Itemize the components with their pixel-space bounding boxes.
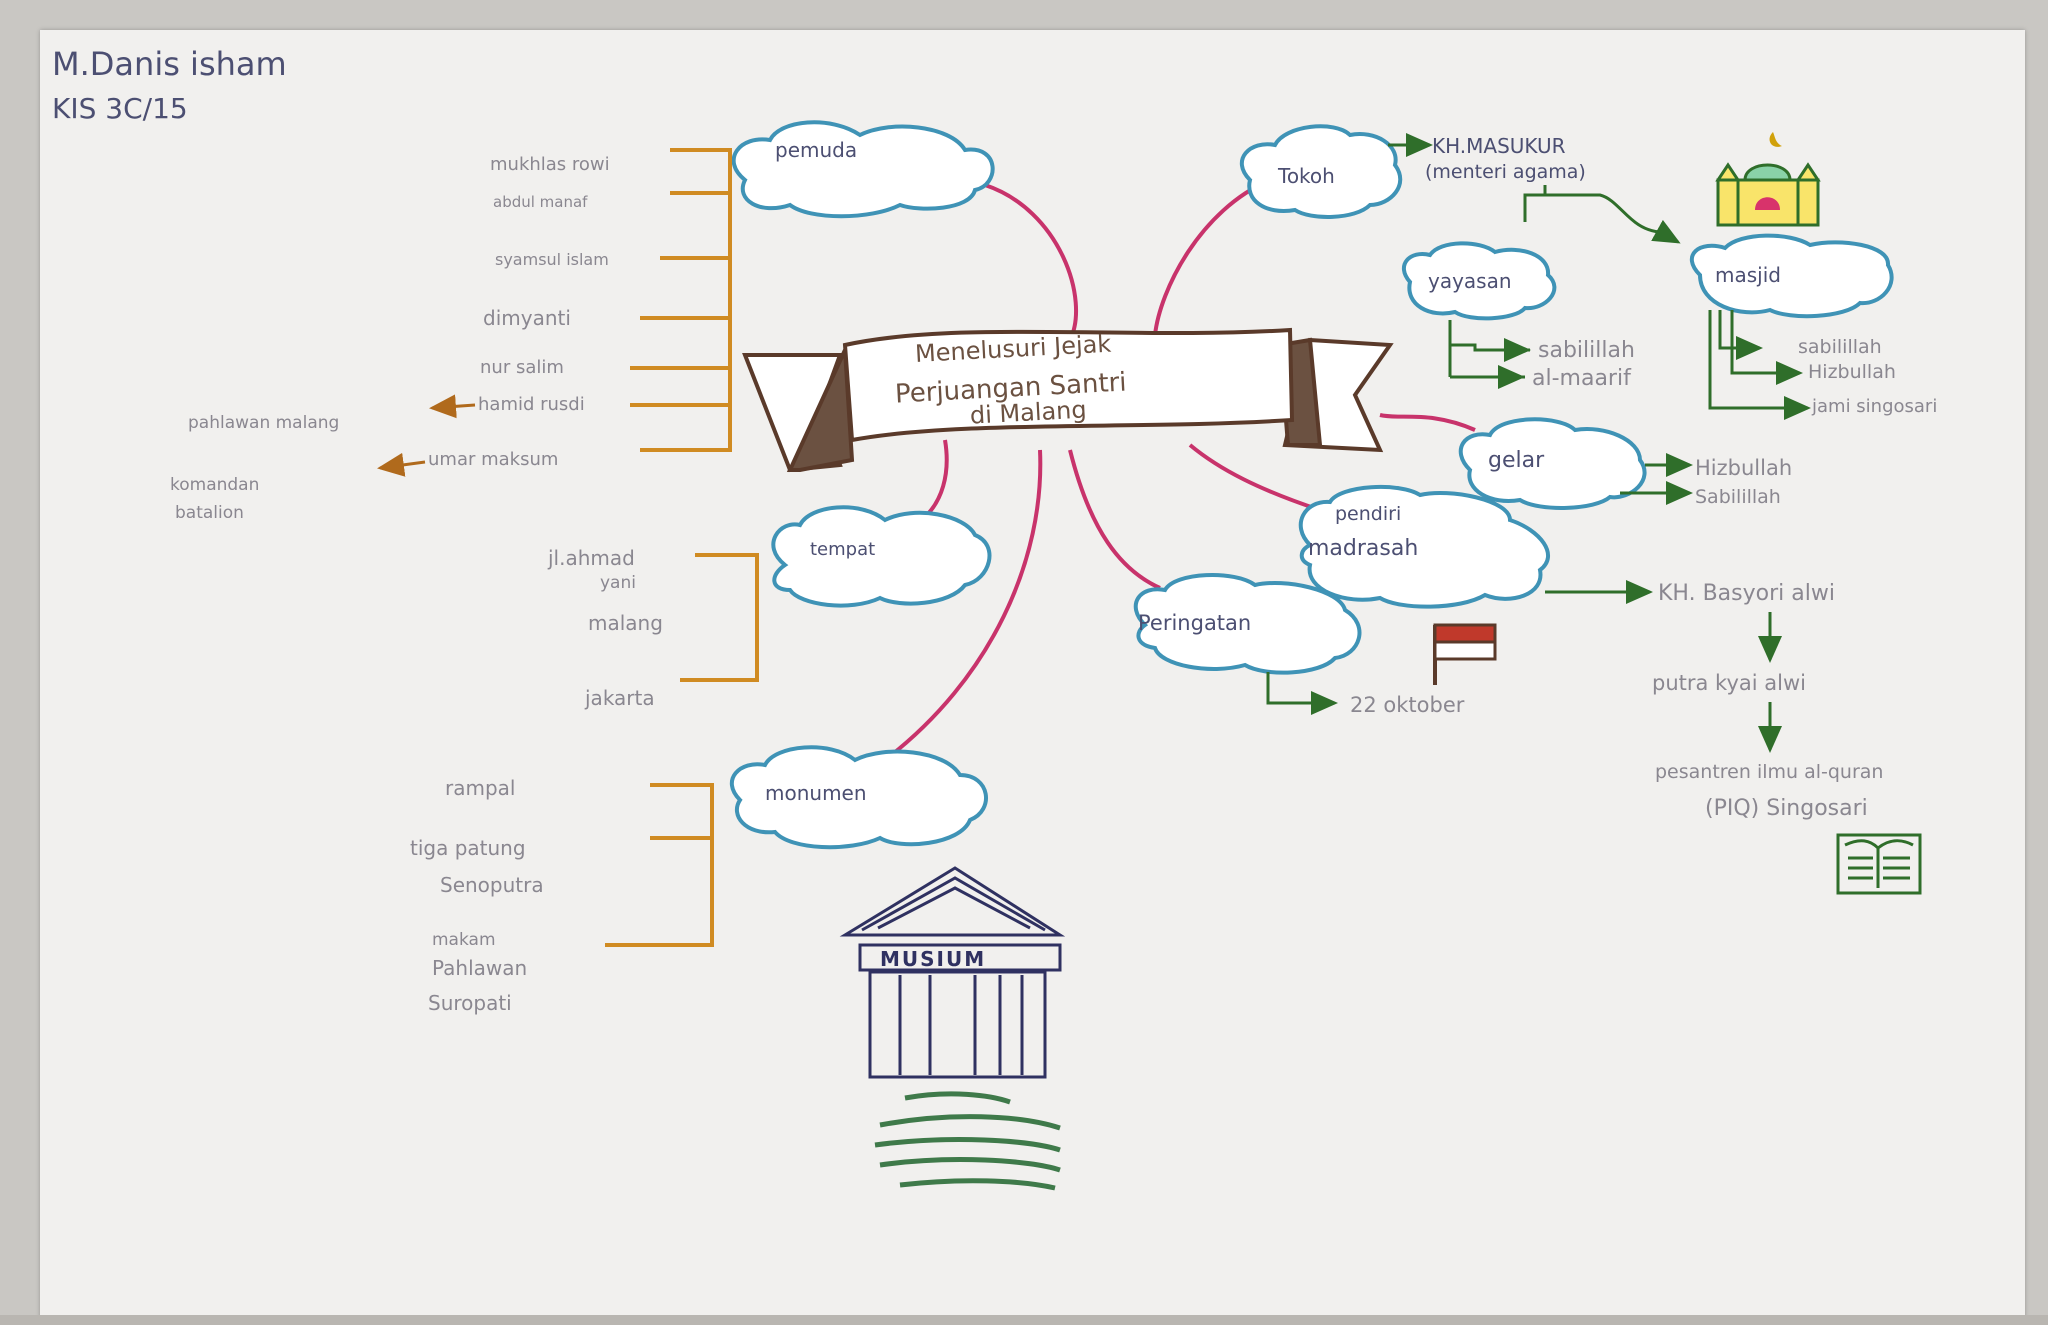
pemuda-items: mukhlas rowi abdul manaf syamsul islam d… bbox=[170, 154, 610, 523]
peringatan-label: Peringatan bbox=[1138, 611, 1251, 635]
connector-monumen bbox=[883, 449, 1043, 762]
pemuda-item: abdul manaf bbox=[493, 193, 588, 211]
arrow-peringatan bbox=[1266, 672, 1338, 715]
author-class: KIS 3C/15 bbox=[52, 92, 188, 125]
pemuda-item: hamid rusdi bbox=[478, 394, 585, 415]
masjid-item: Hizbullah bbox=[1808, 361, 1896, 383]
monumen-item: Pahlawan bbox=[432, 956, 527, 980]
gelar-item: Sabilillah bbox=[1695, 486, 1781, 508]
pendiri-chain-2: pesantren ilmu al-quran bbox=[1655, 761, 1883, 783]
arrow-hamid bbox=[429, 394, 476, 419]
cloud-tokoh bbox=[1239, 124, 1403, 219]
connector-pemuda bbox=[984, 183, 1079, 341]
node-pemuda: pemuda bbox=[731, 120, 995, 219]
cloud-monumen bbox=[729, 745, 988, 850]
monumen-label: monumen bbox=[765, 781, 867, 805]
museum-ground-scribble bbox=[874, 1091, 1061, 1191]
tempat-item: jakarta bbox=[584, 686, 655, 710]
connector-peringatan bbox=[1068, 449, 1161, 590]
tempat-item: malang bbox=[588, 611, 663, 635]
pendiri-label-2: madrasah bbox=[1308, 536, 1418, 561]
author-header: M.Danis isham KIS 3C/15 bbox=[52, 45, 287, 125]
tempat-item: jl.ahmad bbox=[547, 546, 635, 570]
yayasan-item: sabilillah bbox=[1538, 338, 1635, 363]
cloud-gelar bbox=[1458, 417, 1647, 510]
monumen-item: rampal bbox=[445, 776, 515, 800]
yayasan-item: al-maarif bbox=[1532, 366, 1632, 391]
pendiri-chain-3: (PIQ) Singosari bbox=[1705, 796, 1868, 821]
tempat-label: tempat bbox=[810, 539, 875, 560]
tokoh-label: Tokoh bbox=[1277, 164, 1335, 188]
cloud-pemuda bbox=[731, 120, 995, 219]
gelar-label: gelar bbox=[1488, 448, 1545, 473]
paper-fold bbox=[0, 1315, 2048, 1325]
node-peringatan: Peringatan bbox=[1133, 572, 1362, 675]
arrow-tokoh-masjid bbox=[1523, 185, 1678, 242]
tokoh-person: KH.MASUKUR bbox=[1432, 134, 1566, 158]
node-gelar: gelar bbox=[1458, 417, 1647, 510]
flag-drawing bbox=[1433, 623, 1497, 685]
pemuda-note-hamid: pahlawan malang bbox=[188, 413, 339, 433]
pemuda-item: nur salim bbox=[480, 357, 564, 378]
monumen-item: makam bbox=[432, 930, 496, 950]
tempat-item: yani bbox=[600, 573, 636, 593]
mosque-drawing bbox=[1715, 132, 1821, 227]
main-connectors bbox=[883, 178, 1476, 762]
monumen-item: Suropati bbox=[428, 991, 512, 1015]
cloud-peringatan bbox=[1133, 572, 1362, 675]
tempat-bracket bbox=[680, 553, 759, 682]
peringatan-date: 22 oktober bbox=[1350, 693, 1465, 717]
pendiri-chain-0: KH. Basyori alwi bbox=[1658, 581, 1835, 606]
pemuda-note-umar-2: batalion bbox=[175, 503, 244, 523]
monumen-bracket bbox=[605, 783, 714, 947]
node-yayasan: yayasan bbox=[1402, 241, 1557, 321]
pemuda-item: syamsul islam bbox=[495, 250, 609, 269]
monumen-item: Senoputra bbox=[440, 873, 544, 897]
pendiri-chain-1: putra kyai alwi bbox=[1652, 671, 1806, 695]
node-monumen: monumen bbox=[729, 745, 988, 850]
pemuda-bracket bbox=[630, 148, 732, 452]
node-tempat: tempat bbox=[771, 505, 992, 608]
museum-drawing: MUSIUM bbox=[839, 866, 1066, 1079]
tempat-items: jl.ahmad yani malang jakarta bbox=[547, 546, 663, 710]
masjid-branch bbox=[1708, 310, 1800, 410]
connector-gelar bbox=[1379, 413, 1476, 432]
cloud-masjid bbox=[1690, 233, 1894, 319]
museum-sign: MUSIUM bbox=[880, 947, 986, 971]
monumen-items: rampal tiga patung Senoputra makam Pahla… bbox=[410, 776, 544, 1015]
connector-pendiri bbox=[1188, 443, 1321, 512]
pemuda-label: pemuda bbox=[775, 138, 857, 162]
cloud-tempat bbox=[771, 505, 992, 608]
monumen-item: tiga patung bbox=[410, 836, 526, 860]
masjid-item: jami singosari bbox=[1811, 396, 1937, 417]
connector-tokoh bbox=[1153, 178, 1271, 336]
center-title-line3: di Malang bbox=[969, 396, 1087, 430]
pemuda-item: umar maksum bbox=[428, 449, 558, 470]
tokoh-role: (menteri agama) bbox=[1425, 161, 1586, 183]
gelar-item: Hizbullah bbox=[1695, 456, 1792, 480]
masjid-label: masjid bbox=[1715, 263, 1781, 287]
arrow-umar bbox=[377, 452, 426, 477]
pemuda-note-umar-1: komandan bbox=[170, 475, 259, 495]
pemuda-item: mukhlas rowi bbox=[490, 154, 610, 175]
yayasan-label: yayasan bbox=[1428, 269, 1512, 293]
pendiri-label-1: pendiri bbox=[1335, 503, 1401, 525]
center-banner: Menelusuri Jejak Perjuangan Santri di Ma… bbox=[742, 327, 1394, 473]
masjid-item: sabilillah bbox=[1798, 336, 1882, 358]
node-pendiri: pendiri madrasah bbox=[1298, 485, 1550, 609]
cloud-yayasan bbox=[1402, 241, 1557, 321]
book-drawing bbox=[1836, 833, 1922, 895]
pemuda-item: dimyanti bbox=[483, 306, 571, 330]
node-tokoh: Tokoh bbox=[1239, 124, 1403, 219]
author-name: M.Danis isham bbox=[52, 45, 287, 83]
node-masjid: masjid bbox=[1690, 233, 1894, 319]
